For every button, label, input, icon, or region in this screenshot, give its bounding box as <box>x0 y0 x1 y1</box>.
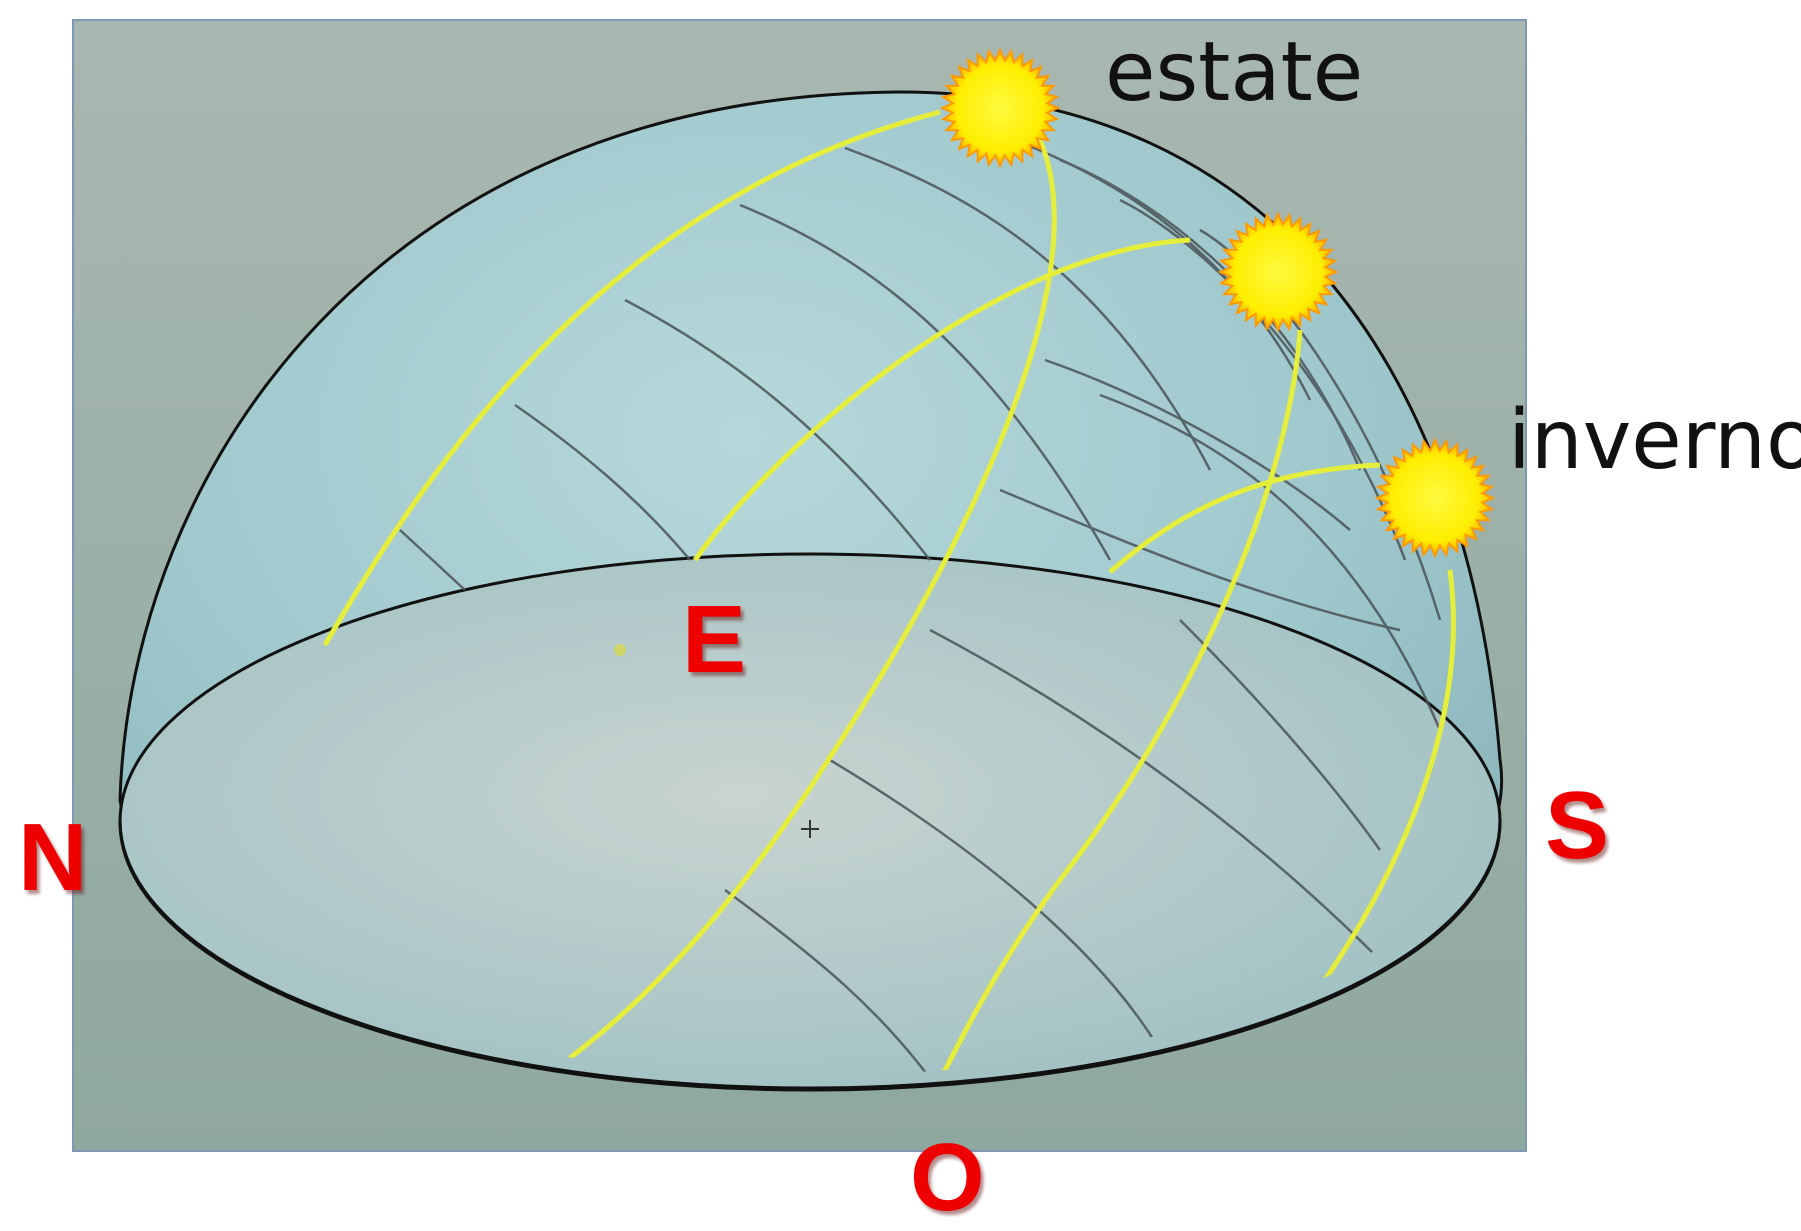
winter-sun-path-lower <box>1297 569 1456 1017</box>
winter-label: inverno <box>1508 393 1801 488</box>
summer-sun-path-lower <box>520 139 1057 1076</box>
east-point-marker <box>614 644 626 656</box>
east-label: E <box>682 586 747 693</box>
summer-sun-icon <box>939 47 1061 169</box>
equinox-sun-icon <box>1217 211 1339 333</box>
summer-sun-path <box>322 109 941 647</box>
north-label: N <box>18 804 88 911</box>
equinox-sun-path-lower <box>927 329 1303 1076</box>
zenith-marker <box>801 820 819 838</box>
summer-label: estate <box>1105 25 1364 120</box>
winter-sun-path <box>1108 462 1381 574</box>
winter-sun-icon <box>1374 437 1496 559</box>
sun-paths <box>322 109 1456 1076</box>
west-label: O <box>910 1124 985 1231</box>
south-label: S <box>1545 772 1610 879</box>
equinox-sun-path <box>692 237 1191 562</box>
